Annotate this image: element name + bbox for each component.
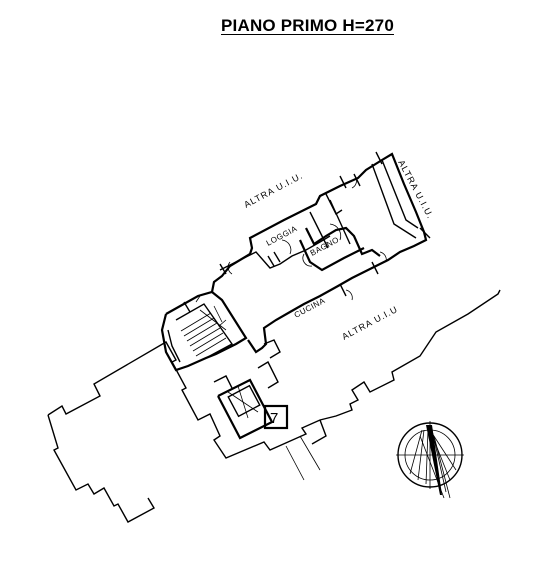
page-title: PIANO PRIMO H=270 (221, 16, 394, 35)
elevator-icon (213, 361, 279, 440)
apartment-walls (167, 151, 431, 363)
label-altra-uiu-bottom: ALTRA U.I.U (340, 304, 399, 342)
compass-north-arrow-icon (396, 421, 464, 499)
label-altra-uiu-top: ALTRA U.I.U. (242, 170, 304, 210)
building-outline (47, 289, 501, 523)
unit-number-badge: 7 (263, 404, 289, 430)
unit-number: 7 (270, 410, 278, 427)
